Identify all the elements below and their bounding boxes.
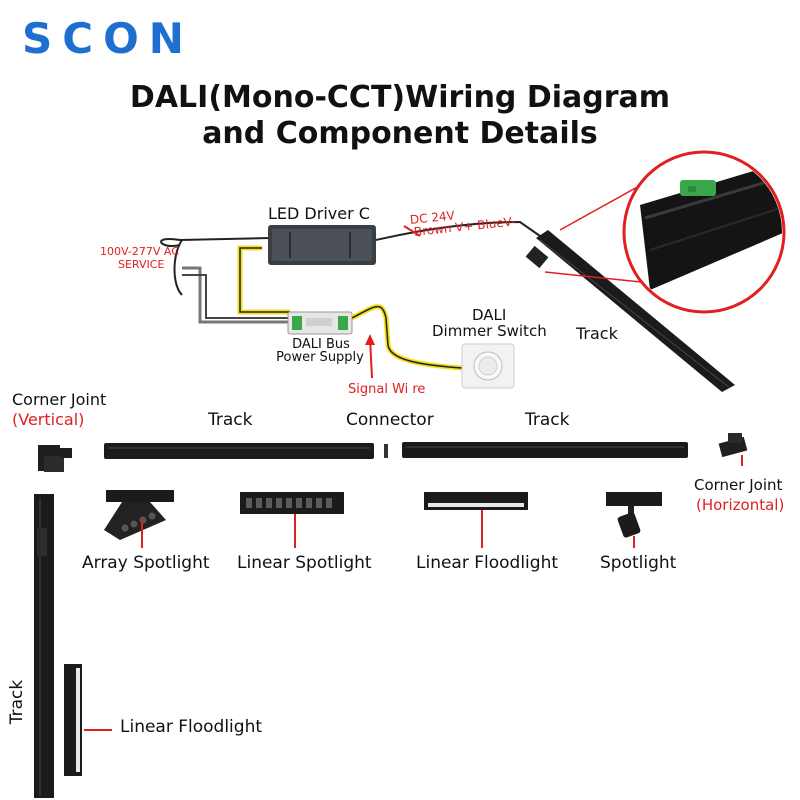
zoom-line-1 — [559, 179, 651, 231]
linear-spotlight-label: Linear Spotlight — [237, 553, 372, 573]
vertical-track-graphic — [34, 494, 54, 798]
connector-graphic — [384, 444, 388, 458]
dimmer-switch — [461, 343, 515, 389]
linear-spotlight-graphic — [240, 492, 344, 514]
led-driver-box — [268, 225, 376, 265]
bus-label-2: Power Supply — [276, 350, 364, 365]
led-driver-label: LED Driver C — [268, 204, 370, 223]
ac-wire-grey-1 — [182, 266, 290, 324]
corner-vertical-sub: (Vertical) — [12, 410, 85, 429]
bus-power-supply-box — [287, 311, 353, 335]
pointer-lines — [84, 510, 635, 731]
corner-vertical-label: Corner Joint — [12, 390, 107, 409]
linear-floodlight-label: Linear Floodlight — [416, 553, 559, 573]
spotlight-label: Spotlight — [600, 553, 677, 573]
track-left-graphic — [104, 443, 374, 459]
brand-logo: SCON — [22, 14, 194, 63]
vertical-floodlight-graphic — [64, 664, 82, 776]
page-title-line1: DALI(Mono-CCT)Wiring Diagram — [129, 80, 671, 115]
dc-wire — [375, 220, 541, 241]
diagonal-track — [525, 230, 735, 392]
page-title-line2: and Component Details — [202, 116, 598, 151]
bus-label-1: DALI Bus — [292, 337, 350, 352]
corner-horizontal-label: Corner Joint — [694, 476, 783, 494]
ac-service-label-1: 100V-277V AC — [100, 245, 179, 258]
track-right-graphic — [402, 442, 688, 458]
zoom-track-detail — [640, 160, 782, 290]
corner-horizontal-sub: (Horizontal) — [696, 496, 785, 514]
signal-wire-label: Signal Wi re — [348, 382, 426, 397]
ac-curl — [173, 239, 183, 296]
track-diagonal-label: Track — [576, 324, 618, 343]
dc-arrow — [403, 225, 421, 237]
ac-wire-grey-2 — [182, 274, 290, 319]
array-spotlight-graphic — [104, 490, 174, 540]
corner-joint-horizontal-graphic — [718, 433, 748, 458]
spotlight-graphic — [606, 492, 662, 538]
linear-floodlight-vertical-label: Linear Floodlight — [120, 717, 263, 737]
linear-floodlight-graphic — [424, 492, 528, 510]
track-left-label: Track — [208, 410, 253, 430]
ac-service-label-2: SERVICE — [118, 258, 165, 271]
array-spotlight-label: Array Spotlight — [82, 553, 210, 573]
dimmer-label-1: DALI — [472, 306, 507, 324]
connector-label: Connector — [346, 410, 434, 430]
track-right-label: Track — [525, 410, 570, 430]
track-vertical-label: Track — [7, 679, 27, 725]
ac-wire-top — [160, 237, 271, 247]
dimmer-label-2: Dimmer Switch — [432, 322, 547, 340]
corner-joint-vertical-graphic — [38, 445, 72, 472]
